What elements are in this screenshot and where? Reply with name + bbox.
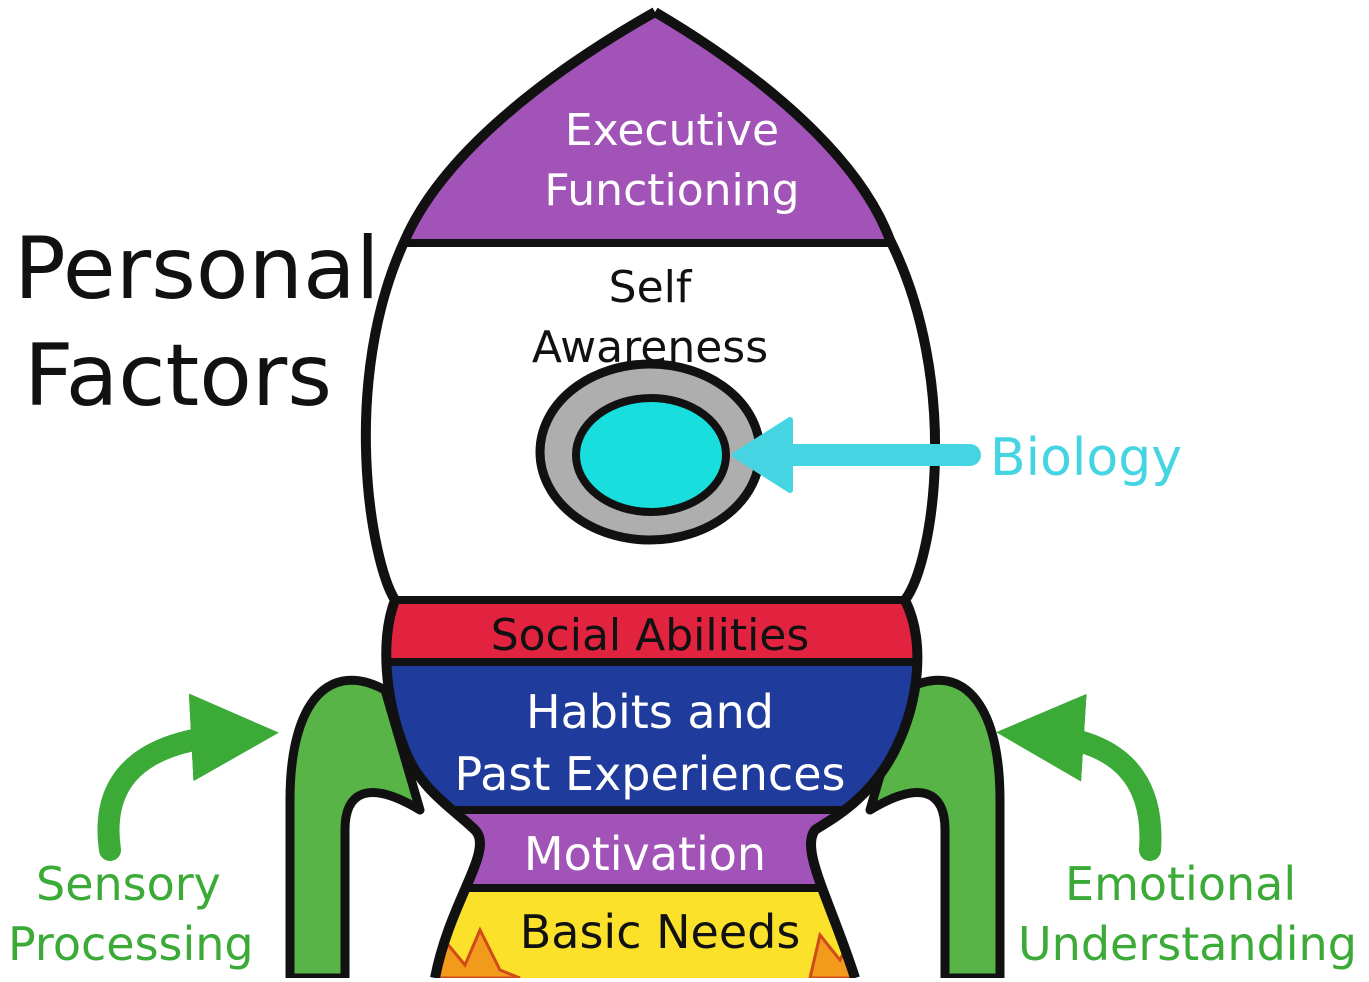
- layer-social-abilities: [365, 600, 936, 662]
- emotional-arrow: [996, 693, 1162, 861]
- title-line-1: Personal: [14, 219, 380, 319]
- label-executive-2: Functioning: [544, 165, 799, 216]
- label-executive-1: Executive: [565, 105, 779, 156]
- window-glass: [572, 394, 730, 516]
- rocket-outline: [360, 7, 940, 980]
- biology-arrowhead: [732, 417, 793, 493]
- label-habits-2: Past Experiences: [455, 747, 846, 801]
- label-emotional-2: Understanding: [1018, 917, 1357, 971]
- title-line-2: Factors: [24, 326, 332, 426]
- label-sensory-1: Sensory: [36, 857, 221, 911]
- right-fin: [865, 675, 1005, 982]
- label-motivation: Motivation: [524, 827, 766, 881]
- label-self-1: Self: [609, 262, 693, 313]
- label-self-2: Awareness: [532, 322, 768, 373]
- label-habits-1: Habits and: [526, 685, 774, 739]
- label-biology: Biology: [990, 428, 1182, 488]
- label-basic-needs: Basic Needs: [520, 905, 801, 959]
- left-fin: [285, 675, 425, 982]
- label-emotional-1: Emotional: [1065, 857, 1296, 911]
- sensory-arrow: [97, 693, 279, 861]
- label-social: Social Abilities: [491, 610, 810, 661]
- label-sensory-2: Processing: [8, 917, 254, 971]
- layer-habits: [365, 662, 936, 810]
